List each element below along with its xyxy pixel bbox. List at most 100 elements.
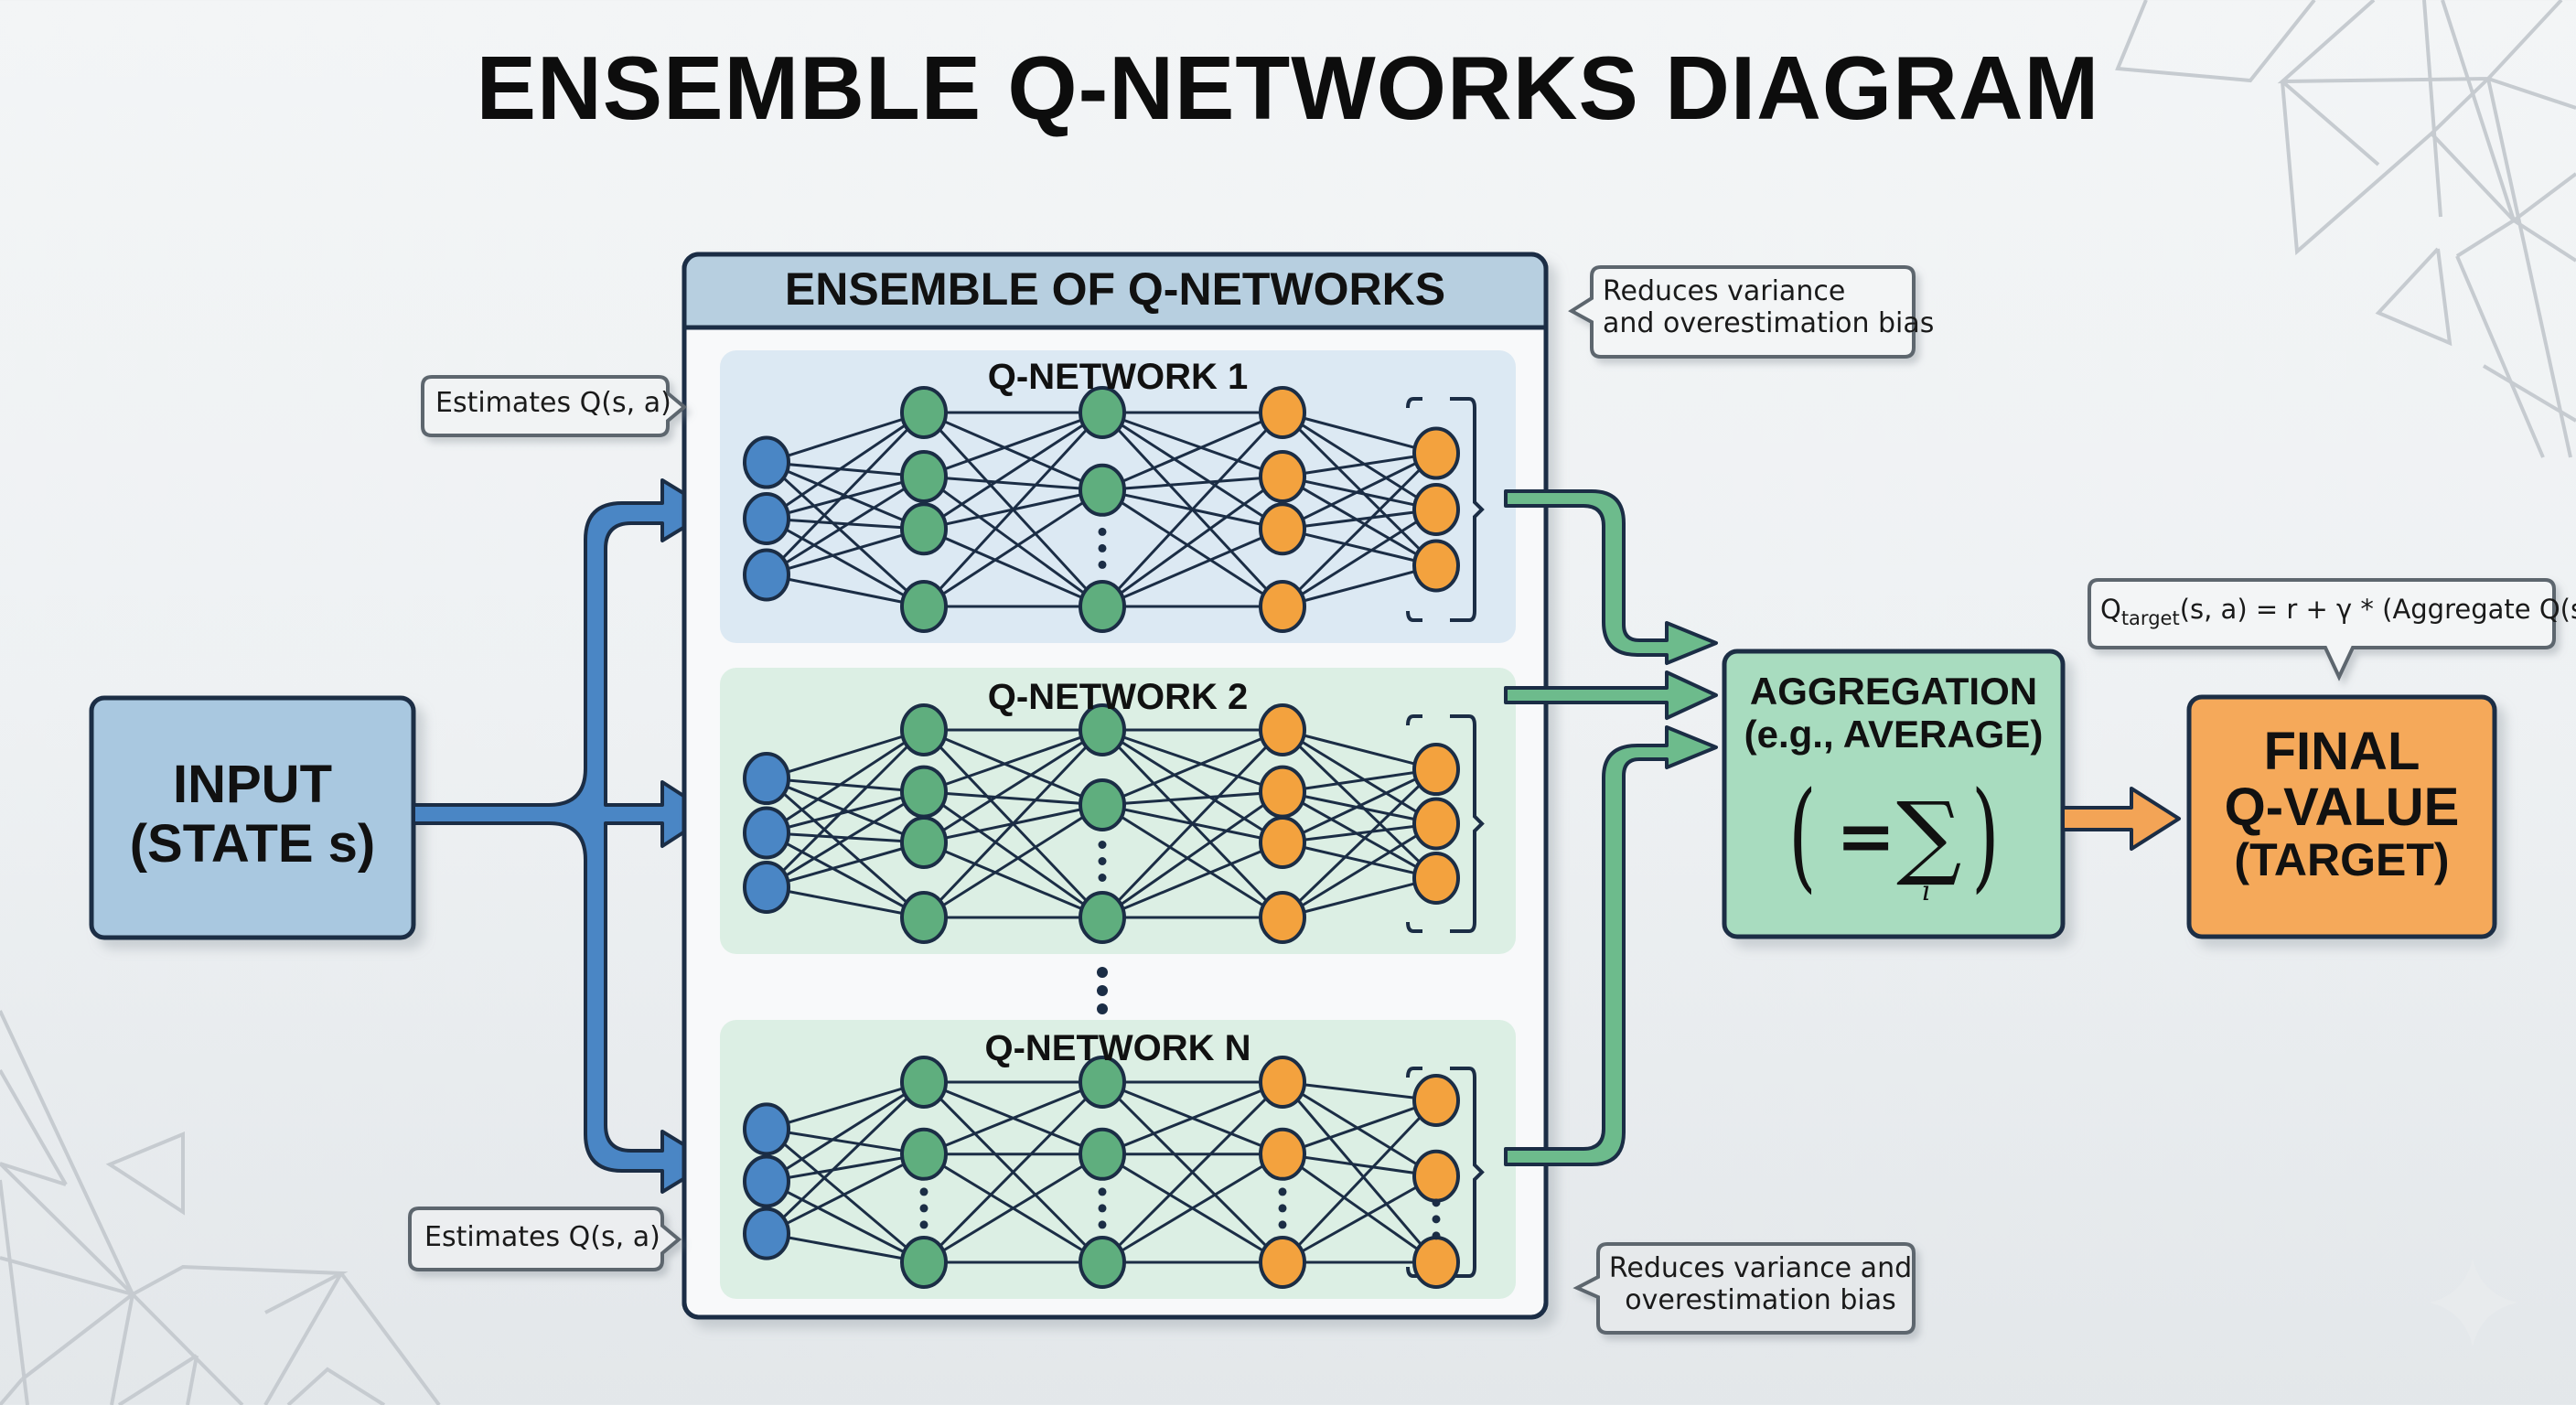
formula-equals: = (1836, 795, 1896, 878)
hidden-node (1259, 1056, 1306, 1109)
network-edge (765, 411, 926, 576)
network-edge (766, 475, 925, 576)
hidden-node (1079, 778, 1126, 831)
hidden-node (1259, 386, 1306, 439)
network-edge (1101, 411, 1283, 531)
output-node (1412, 743, 1460, 797)
output-bracket (1406, 397, 1485, 622)
final-label: FINAL Q-VALUE (TARGET) (2189, 724, 2495, 884)
hidden-node (900, 1056, 948, 1109)
network-label-1: Q-NETWORK 1 (987, 357, 1249, 397)
hidden-node (900, 703, 948, 756)
aggregation-label-line1: AGGREGATION (1749, 670, 2038, 713)
input-node (743, 548, 790, 602)
network-edge (1282, 841, 1437, 880)
formula-q: Q (2100, 594, 2121, 625)
output-node (1412, 797, 1460, 851)
aggregation-label: AGGREGATION (e.g., AVERAGE) (1724, 670, 2063, 756)
aggregation-formula: ( = ∑ i ) (1724, 766, 2063, 928)
network-edge (923, 728, 1103, 794)
network-edge (766, 831, 925, 919)
network-edge (1100, 1080, 1284, 1264)
hidden-node (1079, 463, 1126, 517)
hidden-node (1259, 816, 1306, 869)
network-edge (1282, 452, 1437, 531)
network-connections (765, 1080, 1438, 1264)
network-edge (1282, 1174, 1437, 1264)
aggregation-box[interactable] (1722, 649, 2066, 939)
formula-index: i (1922, 875, 1931, 907)
hidden-node (1259, 1236, 1306, 1289)
input-label: INPUT (STATE s) (91, 755, 413, 874)
network-edge (1101, 841, 1283, 919)
network-edge (766, 411, 925, 520)
layer-ellipsis-dot (1098, 857, 1107, 865)
callout-reduces-bottom (1572, 1242, 1916, 1335)
hidden-node (1259, 891, 1306, 944)
network-edge (766, 790, 925, 834)
callout-reduces-top-text: Reduces variance and overestimation bias (1603, 275, 1934, 339)
hidden-node (900, 1236, 948, 1289)
network-edge (766, 1232, 925, 1264)
network-edge (923, 527, 1103, 608)
layer-ellipsis-dot (919, 1187, 928, 1196)
hidden-node (900, 502, 948, 556)
layer-ellipsis-dot (1098, 874, 1107, 882)
arrow-network2-to-aggregation (1504, 670, 1718, 720)
hidden-node (1259, 765, 1306, 819)
network-edge (1101, 475, 1283, 608)
network-edge (1101, 475, 1283, 492)
layer-ellipsis-dot (1278, 1187, 1287, 1196)
network-edge (1100, 411, 1284, 608)
callout-reduces-top (1568, 265, 1916, 359)
network-edge (766, 790, 925, 889)
network-edge (1101, 790, 1283, 807)
network-edge (1282, 564, 1437, 608)
network-edge (1282, 411, 1437, 511)
layer-ellipsis-dot (919, 1220, 928, 1229)
network-edge (766, 831, 925, 844)
background-decoration-bottom-left (0, 1010, 441, 1405)
network-edge (923, 1080, 1103, 1156)
arrow-network1-to-aggregation (1504, 489, 1718, 665)
final-q-value-box[interactable] (2186, 694, 2497, 939)
network-edge (766, 841, 925, 889)
network-edge (1282, 508, 1437, 608)
layer-ellipsis-dot (1432, 1231, 1441, 1240)
network-edge (766, 1128, 925, 1264)
network-edge (923, 488, 1103, 608)
hidden-node (900, 449, 948, 503)
network-edge (766, 777, 925, 794)
network-label-n: Q-NETWORK N (984, 1028, 1251, 1068)
network-edge (765, 728, 926, 889)
network-edge (1281, 452, 1438, 608)
network-edge (1101, 790, 1283, 919)
final-label-line3: (TARGET) (2234, 833, 2450, 885)
hidden-node (1259, 449, 1306, 503)
hidden-node (1079, 1127, 1126, 1181)
hidden-node (1259, 703, 1306, 756)
network-edge (1101, 411, 1283, 478)
network-connections (765, 411, 1438, 608)
q-network-2-panel (720, 668, 1516, 954)
input-node (743, 860, 790, 914)
output-bracket (1406, 1067, 1485, 1278)
output-node (1412, 539, 1460, 593)
output-bracket (1406, 714, 1485, 933)
layer-ellipsis-dot (1098, 1204, 1107, 1213)
input-label-line1: INPUT (173, 755, 332, 814)
output-node (1412, 851, 1460, 905)
callout-estimates-bottom (408, 1207, 682, 1271)
aggregation-label-line2: (e.g., AVERAGE) (1744, 713, 2044, 756)
network-edge (922, 411, 1104, 608)
hidden-node (900, 765, 948, 819)
background-decoration-top-right (2115, 0, 2576, 458)
network-edge (766, 1080, 925, 1131)
output-node (1412, 483, 1460, 536)
network-edge (923, 728, 1103, 844)
hidden-node (900, 580, 948, 633)
network-edge (1281, 728, 1438, 880)
hidden-node (900, 386, 948, 439)
network-edge (766, 517, 925, 608)
